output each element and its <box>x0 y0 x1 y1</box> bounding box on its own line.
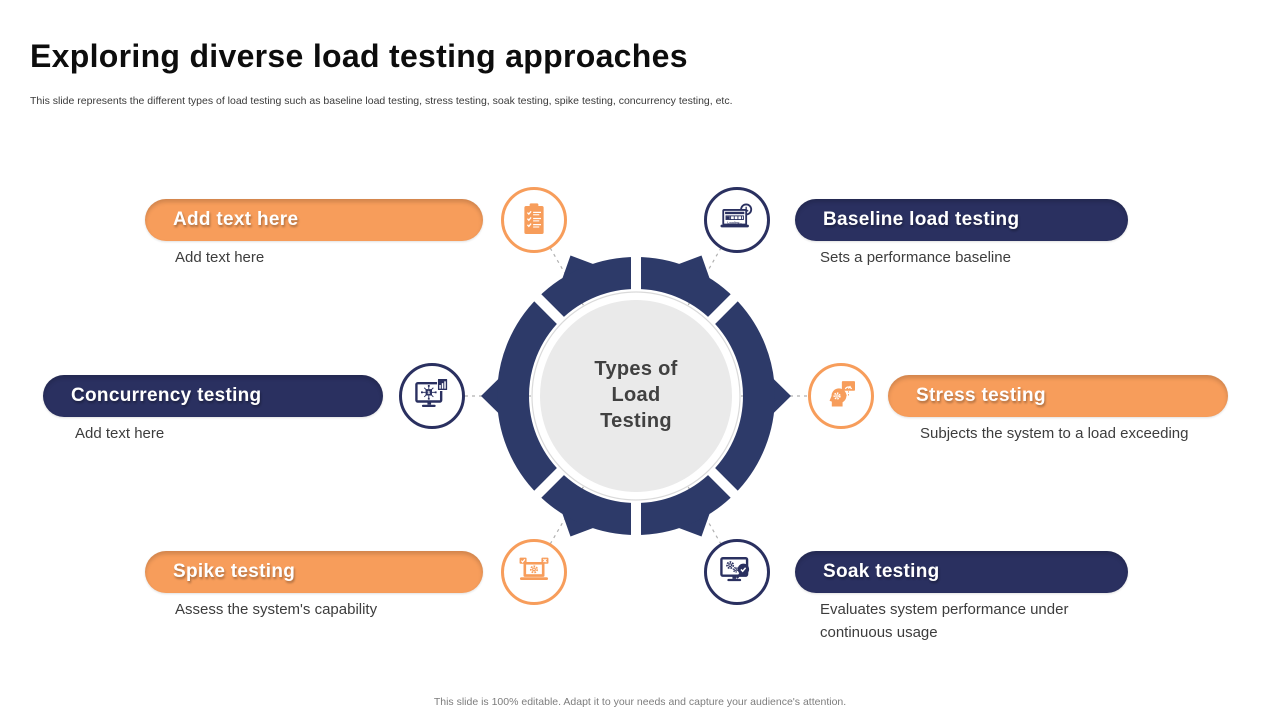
monitor-network-dollar-icon: $ <box>399 363 465 429</box>
desc-stress-testing[interactable]: Subjects the system to a load exceeding <box>920 425 1189 442</box>
page-title: Exploring diverse load testing approache… <box>30 38 688 74</box>
clipboard-checklist-glyph <box>524 203 544 234</box>
pill-add-text-here[interactable]: Add text here <box>145 199 483 241</box>
head-gear-gauge-glyph <box>829 381 855 407</box>
desc-soak-testing[interactable]: Evaluates system performance under conti… <box>820 601 1069 641</box>
clipboard-checklist-icon <box>501 187 567 253</box>
footer-note: This slide is 100% editable. Adapt it to… <box>433 696 847 708</box>
monitor-gears-magnifier-check-icon <box>704 539 770 605</box>
desc-add-text-here[interactable]: Add text here <box>175 249 265 266</box>
monitor-network-dollar-glyph: $ <box>415 378 449 407</box>
svg-text:Loading...: Loading... <box>727 220 742 224</box>
desc-spike-testing[interactable]: Assess the system's capability <box>175 601 378 618</box>
pill-baseline-load-testing[interactable]: Baseline load testing <box>795 199 1128 241</box>
laptop-gear-check-cross-icon <box>501 539 567 605</box>
laptop-gear-check-cross-glyph <box>519 557 549 581</box>
slide-subtitle: This slide represents the different type… <box>30 95 733 107</box>
pill-stress-testing[interactable]: Stress testing <box>888 375 1228 417</box>
pill-spike-testing[interactable]: Spike testing <box>145 551 483 593</box>
desc-concurrency-testing[interactable]: Add text here <box>75 425 165 442</box>
pill-soak-testing[interactable]: Soak testing <box>795 551 1128 593</box>
pill-concurrency-testing[interactable]: Concurrency testing <box>43 375 383 417</box>
desc-baseline-load-testing[interactable]: Sets a performance baseline <box>820 249 1011 266</box>
svg-text:$: $ <box>428 390 431 395</box>
head-gear-gauge-icon <box>808 363 874 429</box>
monitor-gears-magnifier-check-glyph <box>720 557 750 582</box>
laptop-loading-clock-icon: Loading... <box>704 187 770 253</box>
center-label[interactable]: Types of Load Testing <box>594 358 678 432</box>
laptop-loading-clock-glyph: Loading... <box>720 203 753 228</box>
